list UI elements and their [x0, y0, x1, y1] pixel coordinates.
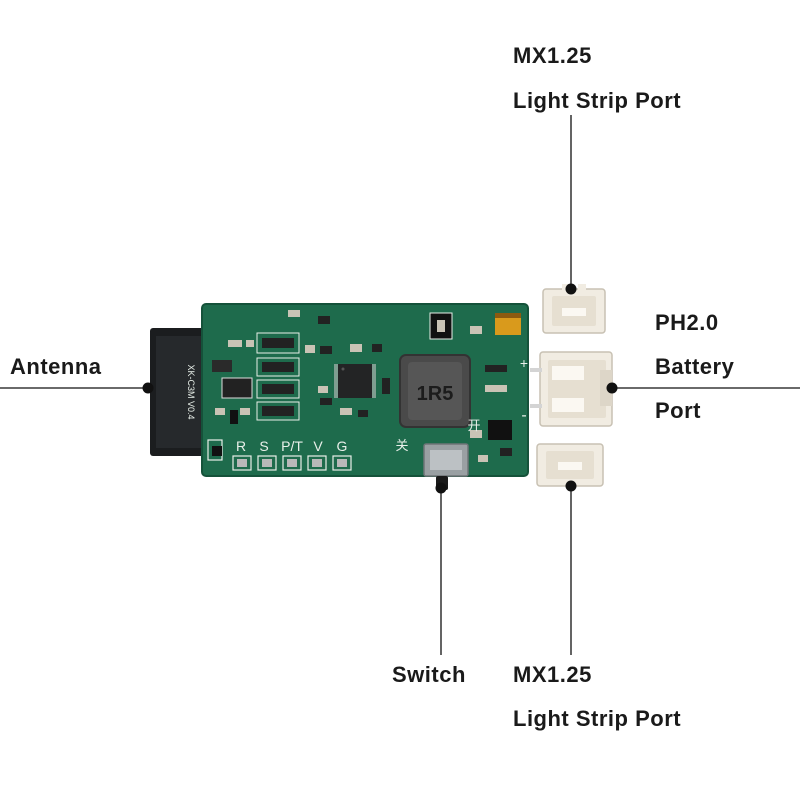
switch-dot [435, 482, 447, 494]
antenna-dot [142, 382, 154, 394]
switch-label: Switch [392, 662, 466, 687]
antenna-label: Antenna [10, 354, 102, 379]
pin-label-s: S [259, 438, 268, 454]
pin-label-g: G [337, 438, 348, 454]
bottom-mx125-connector [536, 443, 604, 487]
switch-on-mark: 开 [467, 418, 480, 433]
top-port-label-model: MX1.25 [513, 43, 592, 68]
mcu-chip [334, 344, 390, 417]
battery-port-dot [606, 382, 618, 394]
leader-lines [0, 115, 800, 655]
battery-port-label-name: Battery [655, 354, 735, 379]
solder-pads [232, 455, 352, 471]
smd-stack-mid [256, 310, 332, 421]
bottom-port-label-name: Light Strip Port [513, 706, 682, 731]
pin-label-pt: P/T [281, 438, 303, 454]
pin-header: R S P/T V G [236, 438, 348, 454]
battery-port-label-suffix: Port [655, 398, 701, 423]
pin-label-r: R [236, 438, 246, 454]
smd-components-right [429, 312, 521, 462]
battery-minus-mark: - [521, 407, 526, 424]
battery-plus-mark: + [520, 355, 528, 371]
top-port-dot [565, 283, 577, 295]
bottom-port-dot [565, 480, 577, 492]
inductor: 1R5 [399, 354, 471, 428]
switch-off-mark: 关 [395, 438, 408, 453]
slide-switch [423, 443, 469, 490]
leader-dots [142, 283, 618, 494]
top-port-label-name: Light Strip Port [513, 88, 682, 113]
bottom-port-label-model: MX1.25 [513, 662, 592, 687]
inductor-marking: 1R5 [417, 383, 454, 405]
module-marking: XK-C3M V0.4 [186, 364, 196, 419]
pin-label-v: V [313, 438, 323, 454]
ph20-battery-connector [530, 351, 613, 427]
smd-components-left [207, 340, 254, 461]
battery-port-label-model: PH2.0 [655, 310, 719, 335]
